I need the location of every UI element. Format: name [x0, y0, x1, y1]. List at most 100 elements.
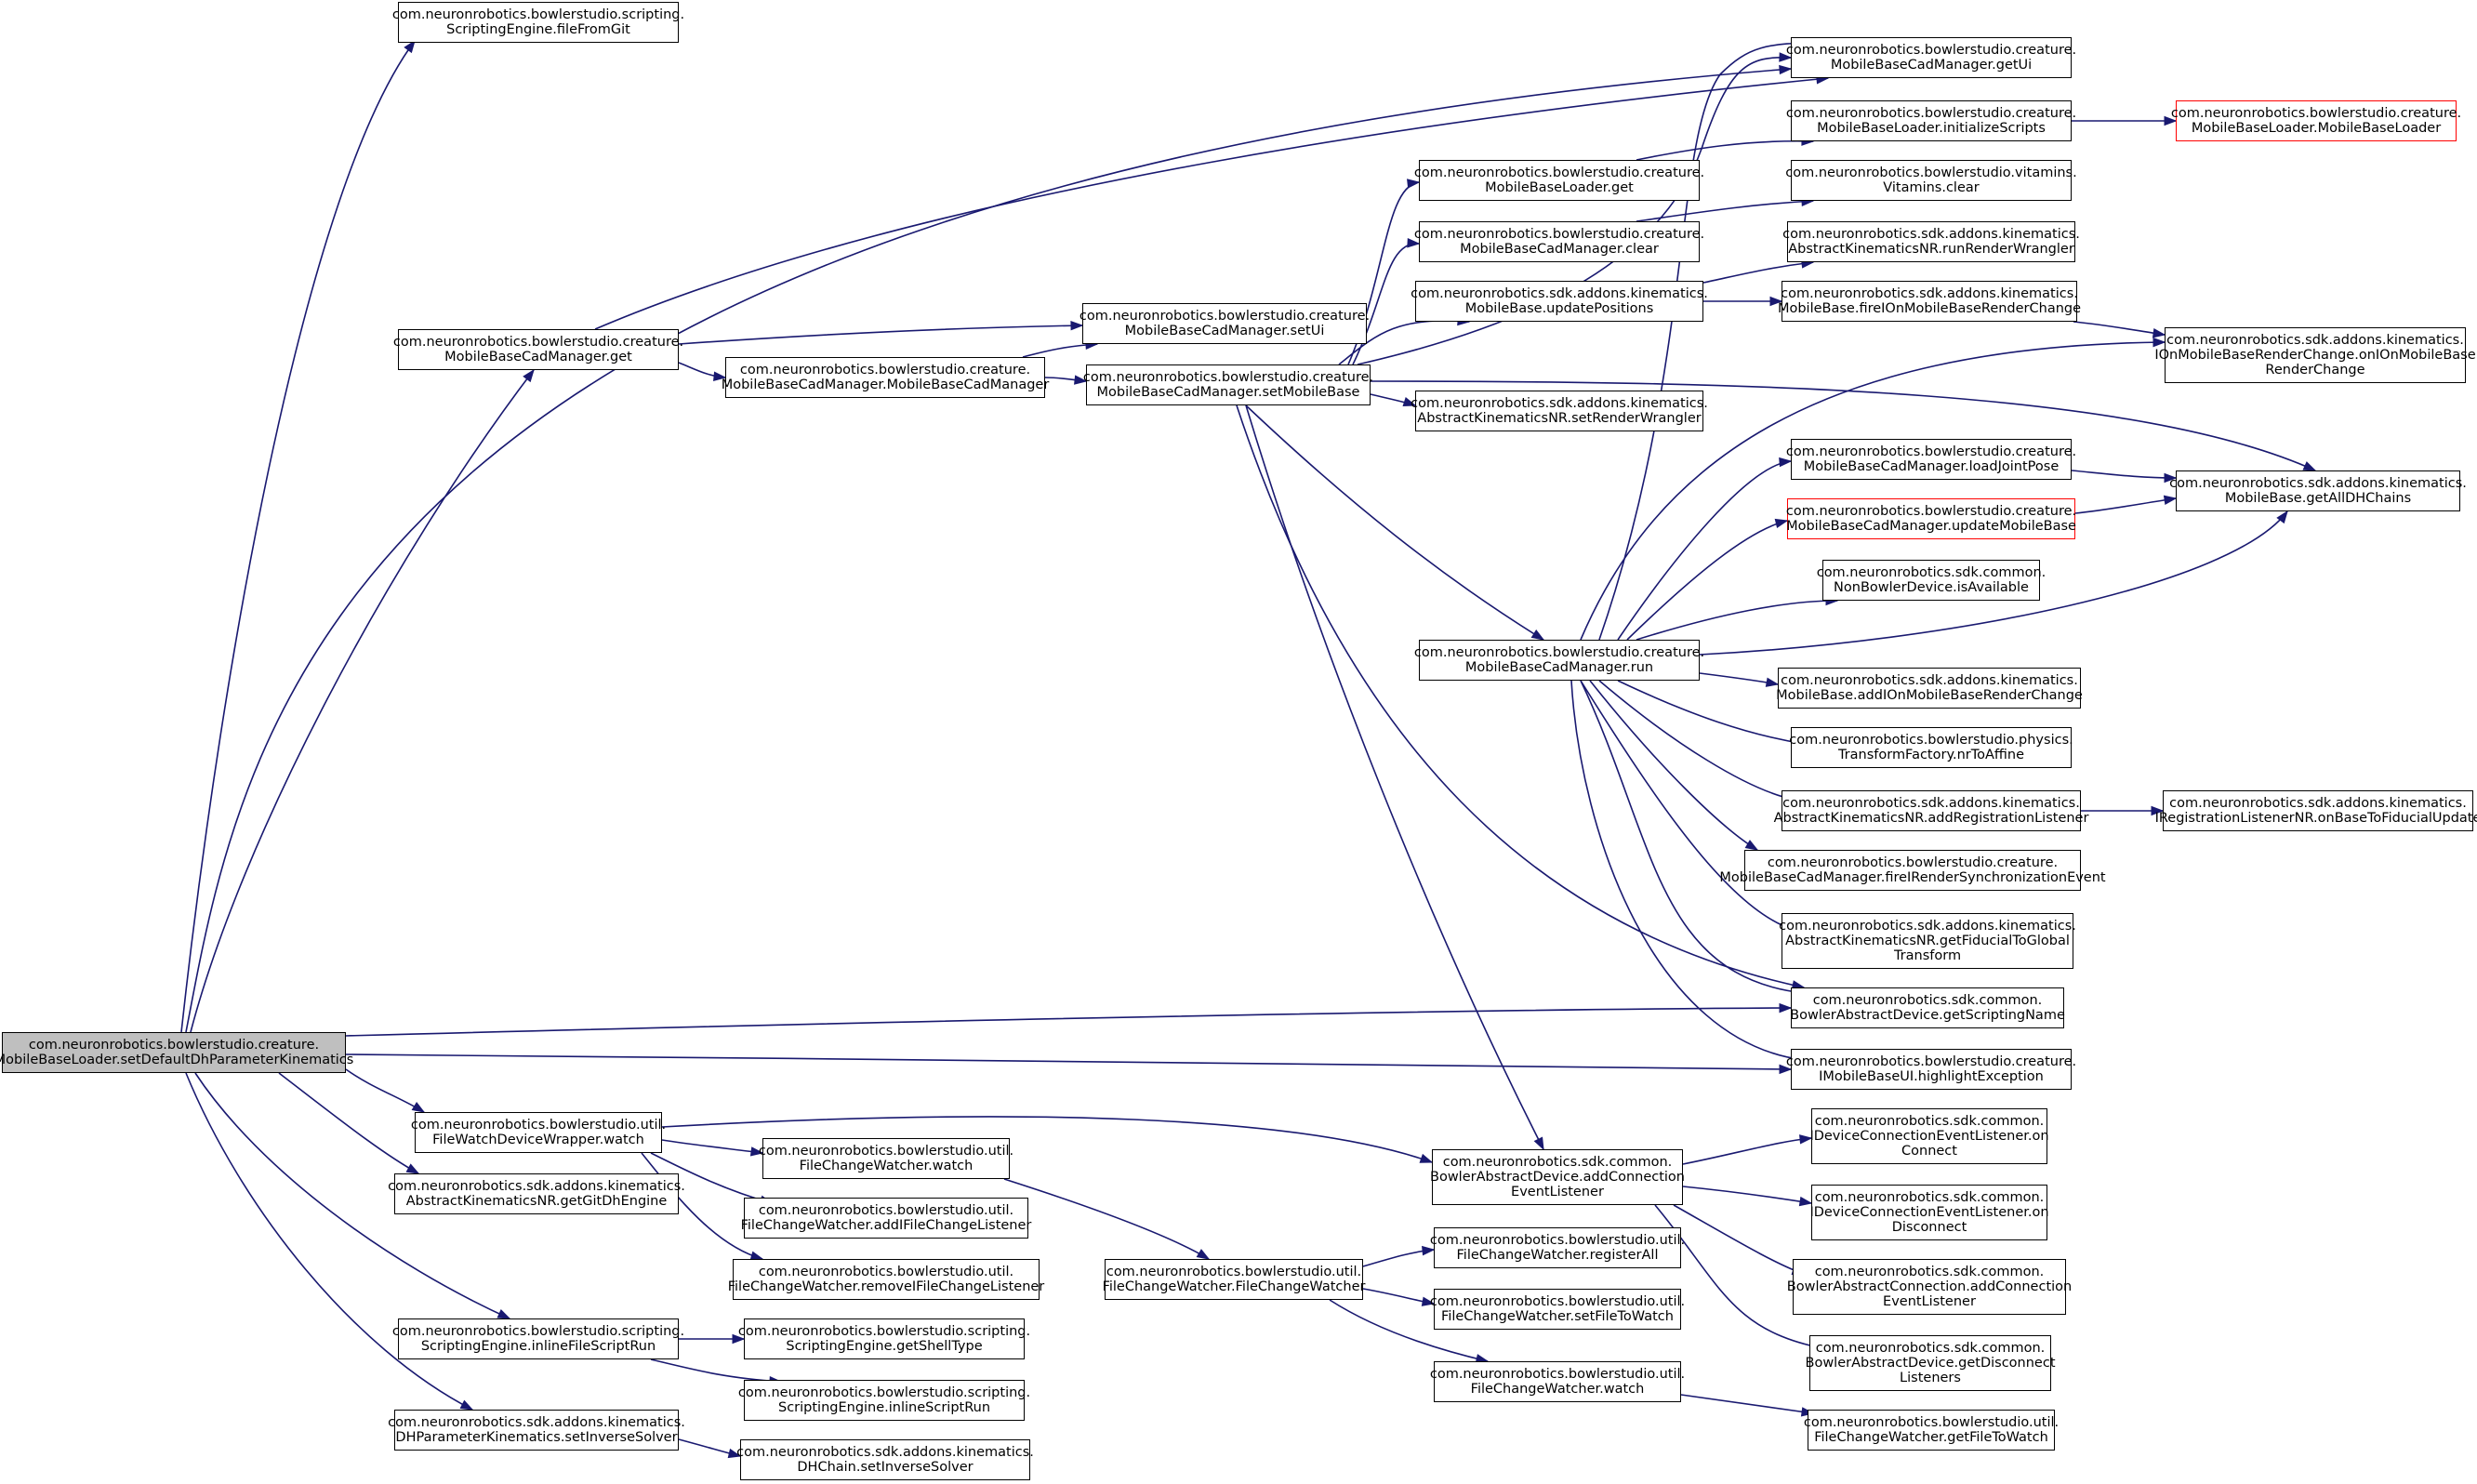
- node-onDisconnect[interactable]: com.neuronrobotics.sdk.common.IDeviceCon…: [1809, 1185, 2049, 1240]
- e-n5-n7-arrowhead: [1407, 238, 1421, 248]
- e-n5-n20-arrowhead: [2302, 461, 2317, 471]
- e-n10-n18: [1617, 460, 1792, 641]
- e-n8-n15: [1702, 261, 1814, 284]
- e-n40-n43: [1329, 1299, 1489, 1362]
- node-cadmanager-setMobileBase[interactable]: com.neuronrobotics.bowlerstudio.creature…: [1083, 364, 1373, 405]
- e-n5-n35: [1245, 404, 1544, 1150]
- e-n10-n26-arrowhead: [1744, 840, 1759, 851]
- e-n2-n3-arrowhead: [713, 371, 727, 381]
- e-n18-n20: [2071, 470, 2177, 479]
- node-runRenderWrangler[interactable]: com.neuronrobotics.sdk.addons.kinematics…: [1782, 221, 2080, 262]
- e-n35-n37: [1682, 1186, 1812, 1204]
- e-n8-n16-arrowhead: [1769, 296, 1783, 307]
- e-n0-n30-arrowhead: [411, 1102, 426, 1113]
- e-n0-n11: [185, 68, 1792, 1033]
- node-addConnectionEventListener[interactable]: com.neuronrobotics.sdk.common.BowlerAbst…: [1430, 1149, 1685, 1205]
- node-highlightException[interactable]: com.neuronrobotics.bowlerstudio.creature…: [1786, 1049, 2076, 1090]
- e-n5-n6-arrowhead: [1407, 179, 1421, 189]
- e-n0-n31: [278, 1072, 419, 1174]
- node-registerAll[interactable]: com.neuronrobotics.bowlerstudio.util.Fil…: [1430, 1227, 1685, 1268]
- node-initializeScripts[interactable]: com.neuronrobotics.bowlerstudio.creature…: [1786, 100, 2076, 141]
- e-n35-n38: [1673, 1204, 1805, 1275]
- e-n48-n49-arrowhead: [727, 1448, 742, 1459]
- node-setFileToWatch[interactable]: com.neuronrobotics.bowlerstudio.util.Fil…: [1430, 1289, 1685, 1330]
- e-n10-n29: [1570, 680, 1805, 1061]
- e-n10-n17: [1580, 341, 2166, 641]
- node-getScriptingName[interactable]: com.neuronrobotics.sdk.common.BowlerAbst…: [1790, 987, 2065, 1028]
- node-setRenderWrangler[interactable]: com.neuronrobotics.sdk.addons.kinematics…: [1411, 391, 1708, 431]
- e-n30-n32: [661, 1139, 763, 1154]
- node-mobilebaseloader-get[interactable]: com.neuronrobotics.bowlerstudio.creature…: [1414, 160, 1704, 201]
- e-n2-n4: [678, 325, 1083, 345]
- e-n7-n14: [1636, 200, 1814, 222]
- node-filewatchdevicewrapper-watch[interactable]: com.neuronrobotics.bowlerstudio.util.Fil…: [411, 1112, 666, 1153]
- e-n5-n35-arrowhead: [1533, 1136, 1544, 1151]
- e-n0-n48: [185, 1072, 473, 1411]
- node-cadmanager-clear[interactable]: com.neuronrobotics.bowlerstudio.creature…: [1414, 221, 1704, 262]
- node-cadmanager-run[interactable]: com.neuronrobotics.bowlerstudio.creature…: [1414, 640, 1704, 681]
- node-getDisconnectListeners[interactable]: com.neuronrobotics.sdk.common.BowlerAbst…: [1806, 1335, 2056, 1391]
- node-getShellType[interactable]: com.neuronrobotics.bowlerstudio.scriptin…: [738, 1318, 1030, 1359]
- node-connection-addConnectionEventListener[interactable]: com.neuronrobotics.sdk.common.BowlerAbst…: [1787, 1259, 2072, 1315]
- node-cadmanager-getUi[interactable]: com.neuronrobotics.bowlerstudio.creature…: [1786, 37, 2076, 78]
- node-mobilebaseloader-constructor[interactable]: com.neuronrobotics.bowlerstudio.creature…: [2171, 100, 2461, 141]
- node-addIFileChangeListener[interactable]: com.neuronrobotics.bowlerstudio.util.Fil…: [741, 1198, 1031, 1239]
- e-n10-n24: [1598, 680, 1795, 801]
- e-n10-n22-arrowhead: [1765, 677, 1780, 687]
- node-fileFromGit[interactable]: com.neuronrobotics.bowlerstudio.scriptin…: [392, 2, 684, 43]
- e-n10-n19: [1626, 520, 1788, 641]
- node-nrToAffine[interactable]: com.neuronrobotics.bowlerstudio.physics.…: [1789, 727, 2073, 768]
- node-addIOnMobileBaseRenderChange[interactable]: com.neuronrobotics.sdk.addons.kinematics…: [1776, 668, 2083, 709]
- e-n30-n32-arrowhead: [749, 1146, 764, 1157]
- node-inlineFileScriptRun[interactable]: com.neuronrobotics.bowlerstudio.scriptin…: [392, 1318, 684, 1359]
- e-n10-n26: [1589, 680, 1758, 851]
- e-n10-n20-arrowhead: [2276, 510, 2288, 524]
- node-cadmanager-constructor[interactable]: com.neuronrobotics.bowlerstudio.creature…: [722, 357, 1049, 398]
- e-n0-n45-arrowhead: [497, 1309, 511, 1319]
- node-onIOnMobileBaseRenderChange[interactable]: com.neuronrobotics.sdk.addons.kinematics…: [2154, 327, 2476, 383]
- node-getFileToWatch[interactable]: com.neuronrobotics.bowlerstudio.util.Fil…: [1804, 1410, 2059, 1451]
- node-loadJointPose[interactable]: com.neuronrobotics.bowlerstudio.creature…: [1786, 439, 2076, 480]
- e-n30-n35-arrowhead: [1419, 1153, 1434, 1163]
- node-getAllDHChains[interactable]: com.neuronrobotics.sdk.addons.kinematics…: [2169, 470, 2467, 511]
- e-n12-n13-arrowhead: [2164, 115, 2178, 126]
- node-isAvailable[interactable]: com.neuronrobotics.sdk.common.NonBowlerD…: [1817, 560, 2046, 601]
- node-onConnect[interactable]: com.neuronrobotics.sdk.common.IDeviceCon…: [1809, 1108, 2049, 1164]
- e-n0-n45: [194, 1072, 510, 1319]
- e-n5-n20: [1370, 380, 2316, 471]
- node-dhchain-setInverseSolver[interactable]: com.neuronrobotics.sdk.addons.kinematics…: [736, 1439, 1034, 1480]
- node-filechangewatcher-watch-a[interactable]: com.neuronrobotics.bowlerstudio.util.Fil…: [759, 1138, 1013, 1179]
- node-getFiducialToGlobalTransform[interactable]: com.neuronrobotics.sdk.addons.kinematics…: [1779, 913, 2076, 969]
- e-n18-n20-arrowhead: [2164, 472, 2178, 484]
- node-getGitDhEngine[interactable]: com.neuronrobotics.sdk.addons.kinematics…: [388, 1173, 685, 1214]
- e-n35-n36-arrowhead: [1799, 1134, 1813, 1145]
- e-n35-n37-arrowhead: [1798, 1196, 1813, 1207]
- node-vitamins-clear[interactable]: com.neuronrobotics.bowlerstudio.vitamins…: [1785, 160, 2077, 201]
- e-n43-n44: [1680, 1394, 1814, 1414]
- node-fireIOnMobileBaseRenderChange[interactable]: com.neuronrobotics.sdk.addons.kinematics…: [1778, 281, 2081, 322]
- node-cadmanager-setUi[interactable]: com.neuronrobotics.bowlerstudio.creature…: [1080, 303, 1370, 344]
- e-n0-n28-arrowhead: [1779, 1002, 1793, 1014]
- e-n24-n25-arrowhead: [2151, 805, 2165, 816]
- node-dhparameterkinematics-setInverseSolver[interactable]: com.neuronrobotics.sdk.addons.kinematics…: [388, 1410, 685, 1451]
- e-n16-n17-arrowhead: [2152, 328, 2166, 338]
- e-n40-n41-arrowhead: [1422, 1245, 1436, 1256]
- node-addRegistrationListener[interactable]: com.neuronrobotics.sdk.addons.kinematics…: [1774, 790, 2088, 831]
- node-filechangewatcher-constructor[interactable]: com.neuronrobotics.bowlerstudio.util.Fil…: [1103, 1259, 1365, 1300]
- node-cadmanager-get[interactable]: com.neuronrobotics.bowlerstudio.creature…: [393, 329, 683, 370]
- e-n0-n29-arrowhead: [1779, 1064, 1793, 1075]
- node-removeIFileChangeListener[interactable]: com.neuronrobotics.bowlerstudio.util.Fil…: [728, 1259, 1044, 1300]
- e-n0-n29: [345, 1053, 1792, 1070]
- e-n45-n47: [650, 1358, 782, 1383]
- node-updateMobileBase[interactable]: com.neuronrobotics.bowlerstudio.creature…: [1786, 498, 2076, 539]
- e-n2-n11: [594, 77, 1829, 330]
- e-n10-n20: [1699, 510, 2288, 656]
- node-filechangewatcher-watch-b[interactable]: com.neuronrobotics.bowlerstudio.util.Fil…: [1430, 1361, 1685, 1402]
- e-n32-n40: [1003, 1178, 1210, 1260]
- node-onBaseToFiducialUpdate[interactable]: com.neuronrobotics.sdk.addons.kinematics…: [2155, 790, 2477, 831]
- node-updatePositions[interactable]: com.neuronrobotics.sdk.addons.kinematics…: [1411, 281, 1708, 322]
- node-setDefaultDhParameterKinematics: com.neuronrobotics.bowlerstudio.creature…: [0, 1032, 353, 1073]
- node-fireIRenderSynchronizationEvent[interactable]: com.neuronrobotics.bowlerstudio.creature…: [1719, 850, 2106, 891]
- node-inlineScriptRun[interactable]: com.neuronrobotics.bowlerstudio.scriptin…: [738, 1380, 1030, 1421]
